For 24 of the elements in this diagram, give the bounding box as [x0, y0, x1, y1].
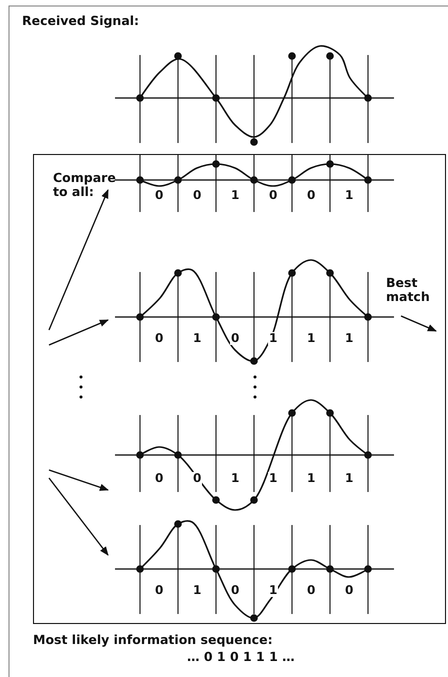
caption-heading: Most likely information sequence: [33, 633, 273, 648]
bit-label: 0 [268, 189, 278, 202]
bit-label: 0 [306, 189, 316, 202]
bit-label: 1 [268, 332, 278, 346]
arrow [48, 319, 109, 346]
comparison-panel [33, 154, 446, 624]
bit-label: 0 [154, 584, 164, 598]
bit-label: 0 [230, 332, 240, 346]
bit-label: 0 [230, 584, 240, 598]
sequence-text: … 0 1 0 1 1 1 … [187, 650, 295, 664]
bit-label: 1 [268, 584, 278, 598]
bit-label: 0 [192, 189, 202, 202]
bit-label: 0 [154, 472, 164, 486]
section-heading: Received Signal: [22, 14, 140, 28]
bit-label: 0 [154, 332, 164, 346]
bit-label: 0 [306, 584, 316, 598]
arrow [400, 315, 437, 332]
arrow [48, 469, 109, 491]
panel-heading: Compare to all: [53, 171, 113, 200]
bit-label: 0 [192, 472, 202, 486]
arrow [48, 478, 109, 556]
arrow [48, 189, 109, 330]
bit-label: 0 [154, 189, 164, 202]
bit-label: 0 [344, 584, 354, 598]
